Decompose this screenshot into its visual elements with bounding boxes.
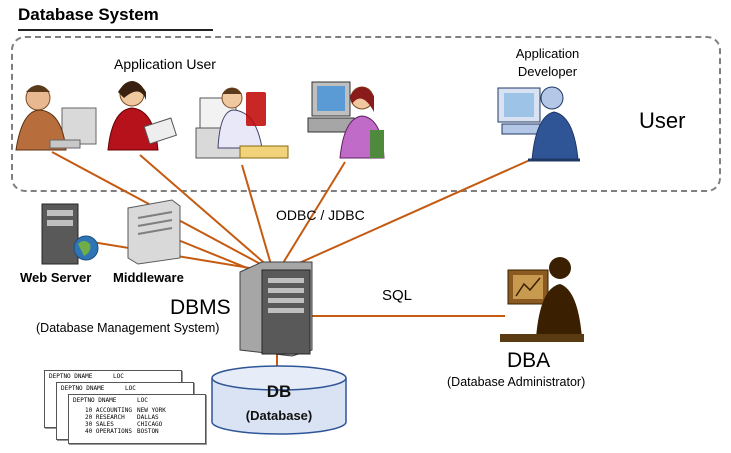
connector-user2-dbms bbox=[139, 154, 271, 269]
table-header-cell: DEPTNO DNAME bbox=[73, 397, 117, 404]
label-dbms-full: (Database Management System) bbox=[36, 321, 220, 335]
table-row: 20 RESEARCH DALLAS bbox=[73, 414, 201, 421]
label-web-server: Web Server bbox=[20, 270, 92, 285]
label-dba: DBA bbox=[507, 349, 551, 372]
page-title: Database System bbox=[18, 5, 159, 24]
label-application-developer-line1: Application bbox=[515, 46, 580, 61]
dbms-server-icon bbox=[239, 261, 313, 357]
user-figure-3-icon bbox=[195, 87, 289, 159]
label-user: User bbox=[639, 108, 686, 133]
label-odbc-jdbc: ODBC / JDBC bbox=[276, 207, 365, 223]
database-cylinder-icon bbox=[211, 365, 347, 435]
table-cell: BOSTON bbox=[137, 428, 159, 435]
table-cell: NEW YORK bbox=[137, 407, 166, 414]
table-header-cell: LOC bbox=[137, 397, 148, 404]
table-header-cell: LOC bbox=[113, 373, 124, 380]
label-application-developer: Application Developer bbox=[500, 45, 595, 81]
table-header-cell: LOC bbox=[125, 385, 136, 392]
label-sql: SQL bbox=[382, 287, 413, 304]
table-header-cell: DEPTNO DNAME bbox=[49, 373, 93, 380]
table-header-cell: DEPTNO DNAME bbox=[61, 385, 105, 392]
table-cell: 10 ACCOUNTING bbox=[85, 407, 132, 414]
application-developer-icon bbox=[497, 86, 580, 162]
user-group-box bbox=[11, 36, 721, 192]
web-server-icon bbox=[41, 203, 99, 265]
table-row: 30 SALES CHICAGO bbox=[73, 421, 201, 428]
label-dba-full: (Database Administrator) bbox=[447, 375, 586, 389]
middleware-icon bbox=[127, 199, 181, 265]
connector-developer-dbms bbox=[287, 159, 531, 269]
user-figure-1-icon bbox=[15, 85, 97, 151]
table-cell: CHICAGO bbox=[137, 421, 163, 428]
table-sheet-front: DEPTNO DNAME LOC 10 ACCOUNTING NEW YORK 20… bbox=[68, 394, 206, 444]
connector-user3-dbms bbox=[241, 164, 273, 269]
label-db-full: (Database) bbox=[245, 408, 313, 423]
dba-figure-icon bbox=[500, 257, 584, 342]
table-cell: 30 SALES bbox=[85, 421, 114, 428]
label-application-user: Application User bbox=[114, 56, 216, 72]
connector-user4-dbms bbox=[279, 161, 346, 269]
label-db: DB bbox=[266, 382, 292, 401]
table-cell: DALLAS bbox=[137, 414, 159, 421]
user-figure-4-icon bbox=[307, 81, 385, 159]
label-dbms: DBMS bbox=[170, 296, 231, 319]
table-row: 10 ACCOUNTING NEW YORK bbox=[73, 407, 201, 414]
table-row: 40 OPERATIONS BOSTON bbox=[73, 428, 201, 435]
table-cell: 20 RESEARCH bbox=[85, 414, 125, 421]
label-application-developer-line2: Developer bbox=[517, 64, 578, 79]
user-figure-2-icon bbox=[107, 81, 178, 151]
title-underline bbox=[18, 29, 213, 31]
label-middleware: Middleware bbox=[113, 270, 184, 285]
table-cell: 40 OPERATIONS bbox=[85, 428, 132, 435]
